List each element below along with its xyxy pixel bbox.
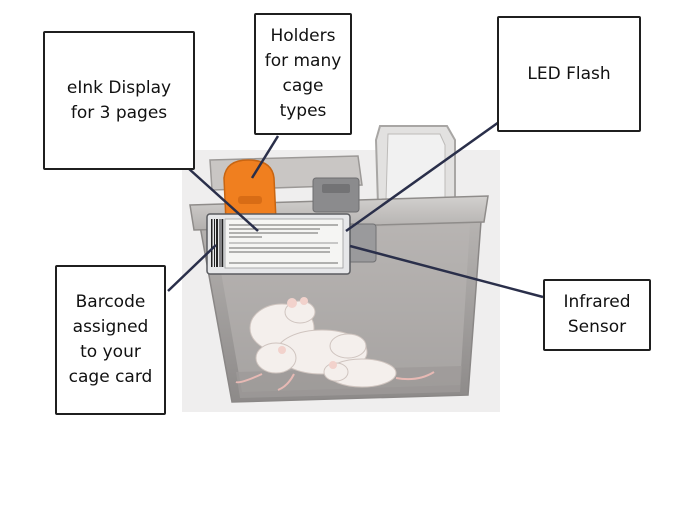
callout-holders-label: Holders for many cage types: [264, 26, 342, 121]
eink-screen-lines: [229, 224, 338, 264]
callout-barcode-label: Barcode assigned to your cage card: [68, 292, 153, 387]
barcode-icon: [211, 219, 224, 267]
connector-holders: [250, 135, 280, 179]
callout-holders: Holders for many cage types: [254, 13, 352, 135]
mice-details: [235, 371, 435, 391]
grey-holder-slot: [322, 184, 350, 193]
mice-illustration: [249, 300, 397, 388]
connector-lines: [167, 120, 544, 299]
eink-device: [206, 213, 351, 275]
callout-infrared-sensor: Infrared Sensor: [543, 279, 651, 351]
callout-barcode: Barcode assigned to your cage card: [55, 265, 166, 415]
connector-infrared: [349, 244, 544, 299]
orange-holder-slot: [238, 196, 262, 204]
water-bottle: [374, 125, 456, 206]
callout-led-flash: LED Flash: [497, 16, 641, 132]
connector-eink: [187, 167, 259, 232]
callout-eink-display: eInk Display for 3 pages: [43, 31, 195, 170]
callout-infrared-sensor-label: Infrared Sensor: [563, 292, 631, 337]
connector-barcode: [167, 244, 217, 292]
mice-ears: [278, 297, 337, 369]
orange-holder-icon: [223, 159, 277, 223]
connector-led: [345, 120, 500, 233]
callout-eink-display-label: eInk Display for 3 pages: [66, 77, 172, 123]
callout-led-flash-label: LED Flash: [527, 63, 611, 84]
grey-holder: [312, 177, 360, 213]
